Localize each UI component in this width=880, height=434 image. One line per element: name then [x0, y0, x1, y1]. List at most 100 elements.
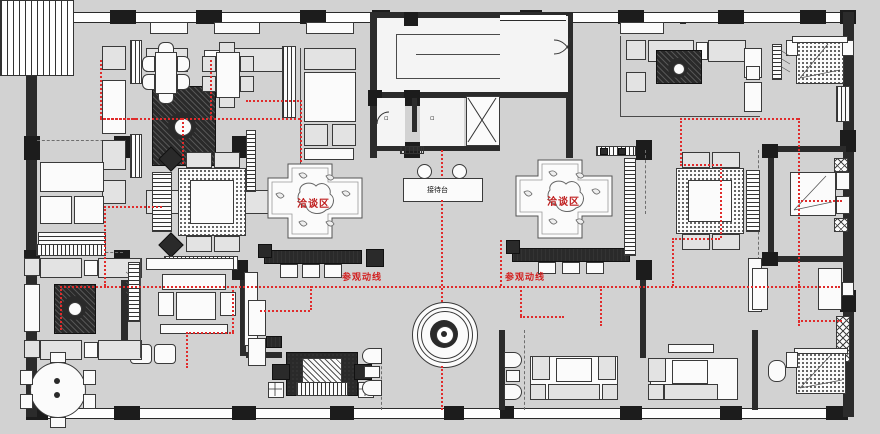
circulation-label-right: 参观动线: [505, 273, 546, 283]
circulation-line: [672, 238, 720, 240]
bed: [790, 172, 836, 216]
circulation-line: [260, 310, 310, 312]
sideboard: [150, 22, 188, 34]
circulation-line: [500, 240, 502, 286]
bench: [296, 382, 348, 396]
headboard: [794, 348, 848, 354]
circulation-line: [210, 60, 212, 118]
circulation-line: [246, 100, 302, 102]
column: [826, 406, 848, 420]
circular-rug-ring-2: [417, 307, 473, 363]
dining-chair: [158, 93, 174, 104]
side-table: [746, 66, 760, 80]
armchair: [304, 124, 328, 146]
consult-area-right-label: 洽谈区: [547, 197, 580, 208]
decor-panel: [834, 158, 848, 172]
column: [636, 260, 652, 280]
circulation-main-spine: [104, 286, 840, 288]
armchair: [24, 340, 40, 358]
wardrobe: [836, 86, 850, 122]
partition-center-right: [640, 268, 646, 358]
side-table: [84, 342, 98, 358]
column: [444, 406, 464, 420]
dining-chair: [50, 417, 66, 428]
circulation-line: [310, 286, 312, 310]
circulation-line: [798, 286, 800, 326]
partition-right-upper: [680, 22, 686, 24]
sofa-3seat: [40, 162, 104, 192]
circulation-line: [232, 286, 234, 332]
armchair: [332, 124, 356, 146]
coffee-table: [672, 360, 708, 384]
core-wall-left: [370, 12, 377, 158]
dining-chair: [83, 394, 96, 409]
dining-chair: [240, 76, 254, 92]
glass-partition: [37, 140, 123, 141]
nightstand: [836, 172, 850, 190]
dining-chair: [158, 42, 174, 53]
partition-right-vert: [768, 150, 774, 260]
bed: [796, 40, 844, 84]
column: [720, 406, 742, 420]
marker-block: [600, 148, 608, 155]
dining-table-2: [216, 52, 240, 98]
sideboard: [306, 22, 354, 34]
side-table: [84, 260, 98, 276]
core-wall-right: [566, 12, 573, 158]
column: [718, 10, 744, 24]
column: [800, 10, 826, 24]
core-room-tag: ▫: [384, 114, 389, 122]
core-lower-room-a: [377, 98, 405, 146]
circulation-line: [798, 320, 842, 322]
stool: [280, 264, 298, 278]
cabinet-tall: [130, 40, 142, 84]
sofa-3seat: [664, 384, 718, 400]
lounge-chair: [768, 360, 786, 382]
nightstand: [214, 152, 240, 168]
reception-desk-label: 接待台: [427, 186, 448, 194]
armchair: [626, 40, 646, 60]
lounge-chair: [362, 380, 382, 396]
stair-rail: [396, 34, 506, 35]
cabinet: [752, 268, 768, 310]
column-marker: [258, 244, 272, 258]
column: [620, 406, 642, 420]
partition-screen: [624, 158, 636, 256]
circulation-line: [300, 100, 302, 162]
armchair: [24, 258, 40, 276]
bed-inner: [688, 180, 732, 222]
circulation-line: [441, 200, 443, 302]
display-counter: [266, 336, 282, 348]
dining-chair: [142, 56, 155, 72]
column: [762, 144, 778, 158]
decor-panel: [834, 218, 848, 232]
core-vent-grille: [400, 146, 424, 154]
dining-chair: [219, 42, 235, 53]
column: [404, 12, 418, 26]
glass-partition: [524, 330, 525, 410]
column: [618, 10, 644, 24]
circulation-line: [600, 286, 602, 326]
core-wall-top: [374, 12, 572, 18]
core-wall-mid: [374, 92, 572, 98]
nightstand: [842, 40, 854, 56]
circulation-line: [182, 118, 184, 164]
sofa-top: [40, 258, 82, 278]
stool: [586, 262, 604, 274]
cabinet: [248, 338, 266, 366]
dining-chair: [83, 370, 96, 385]
dining-chair: [142, 74, 155, 90]
armchair: [598, 356, 616, 380]
